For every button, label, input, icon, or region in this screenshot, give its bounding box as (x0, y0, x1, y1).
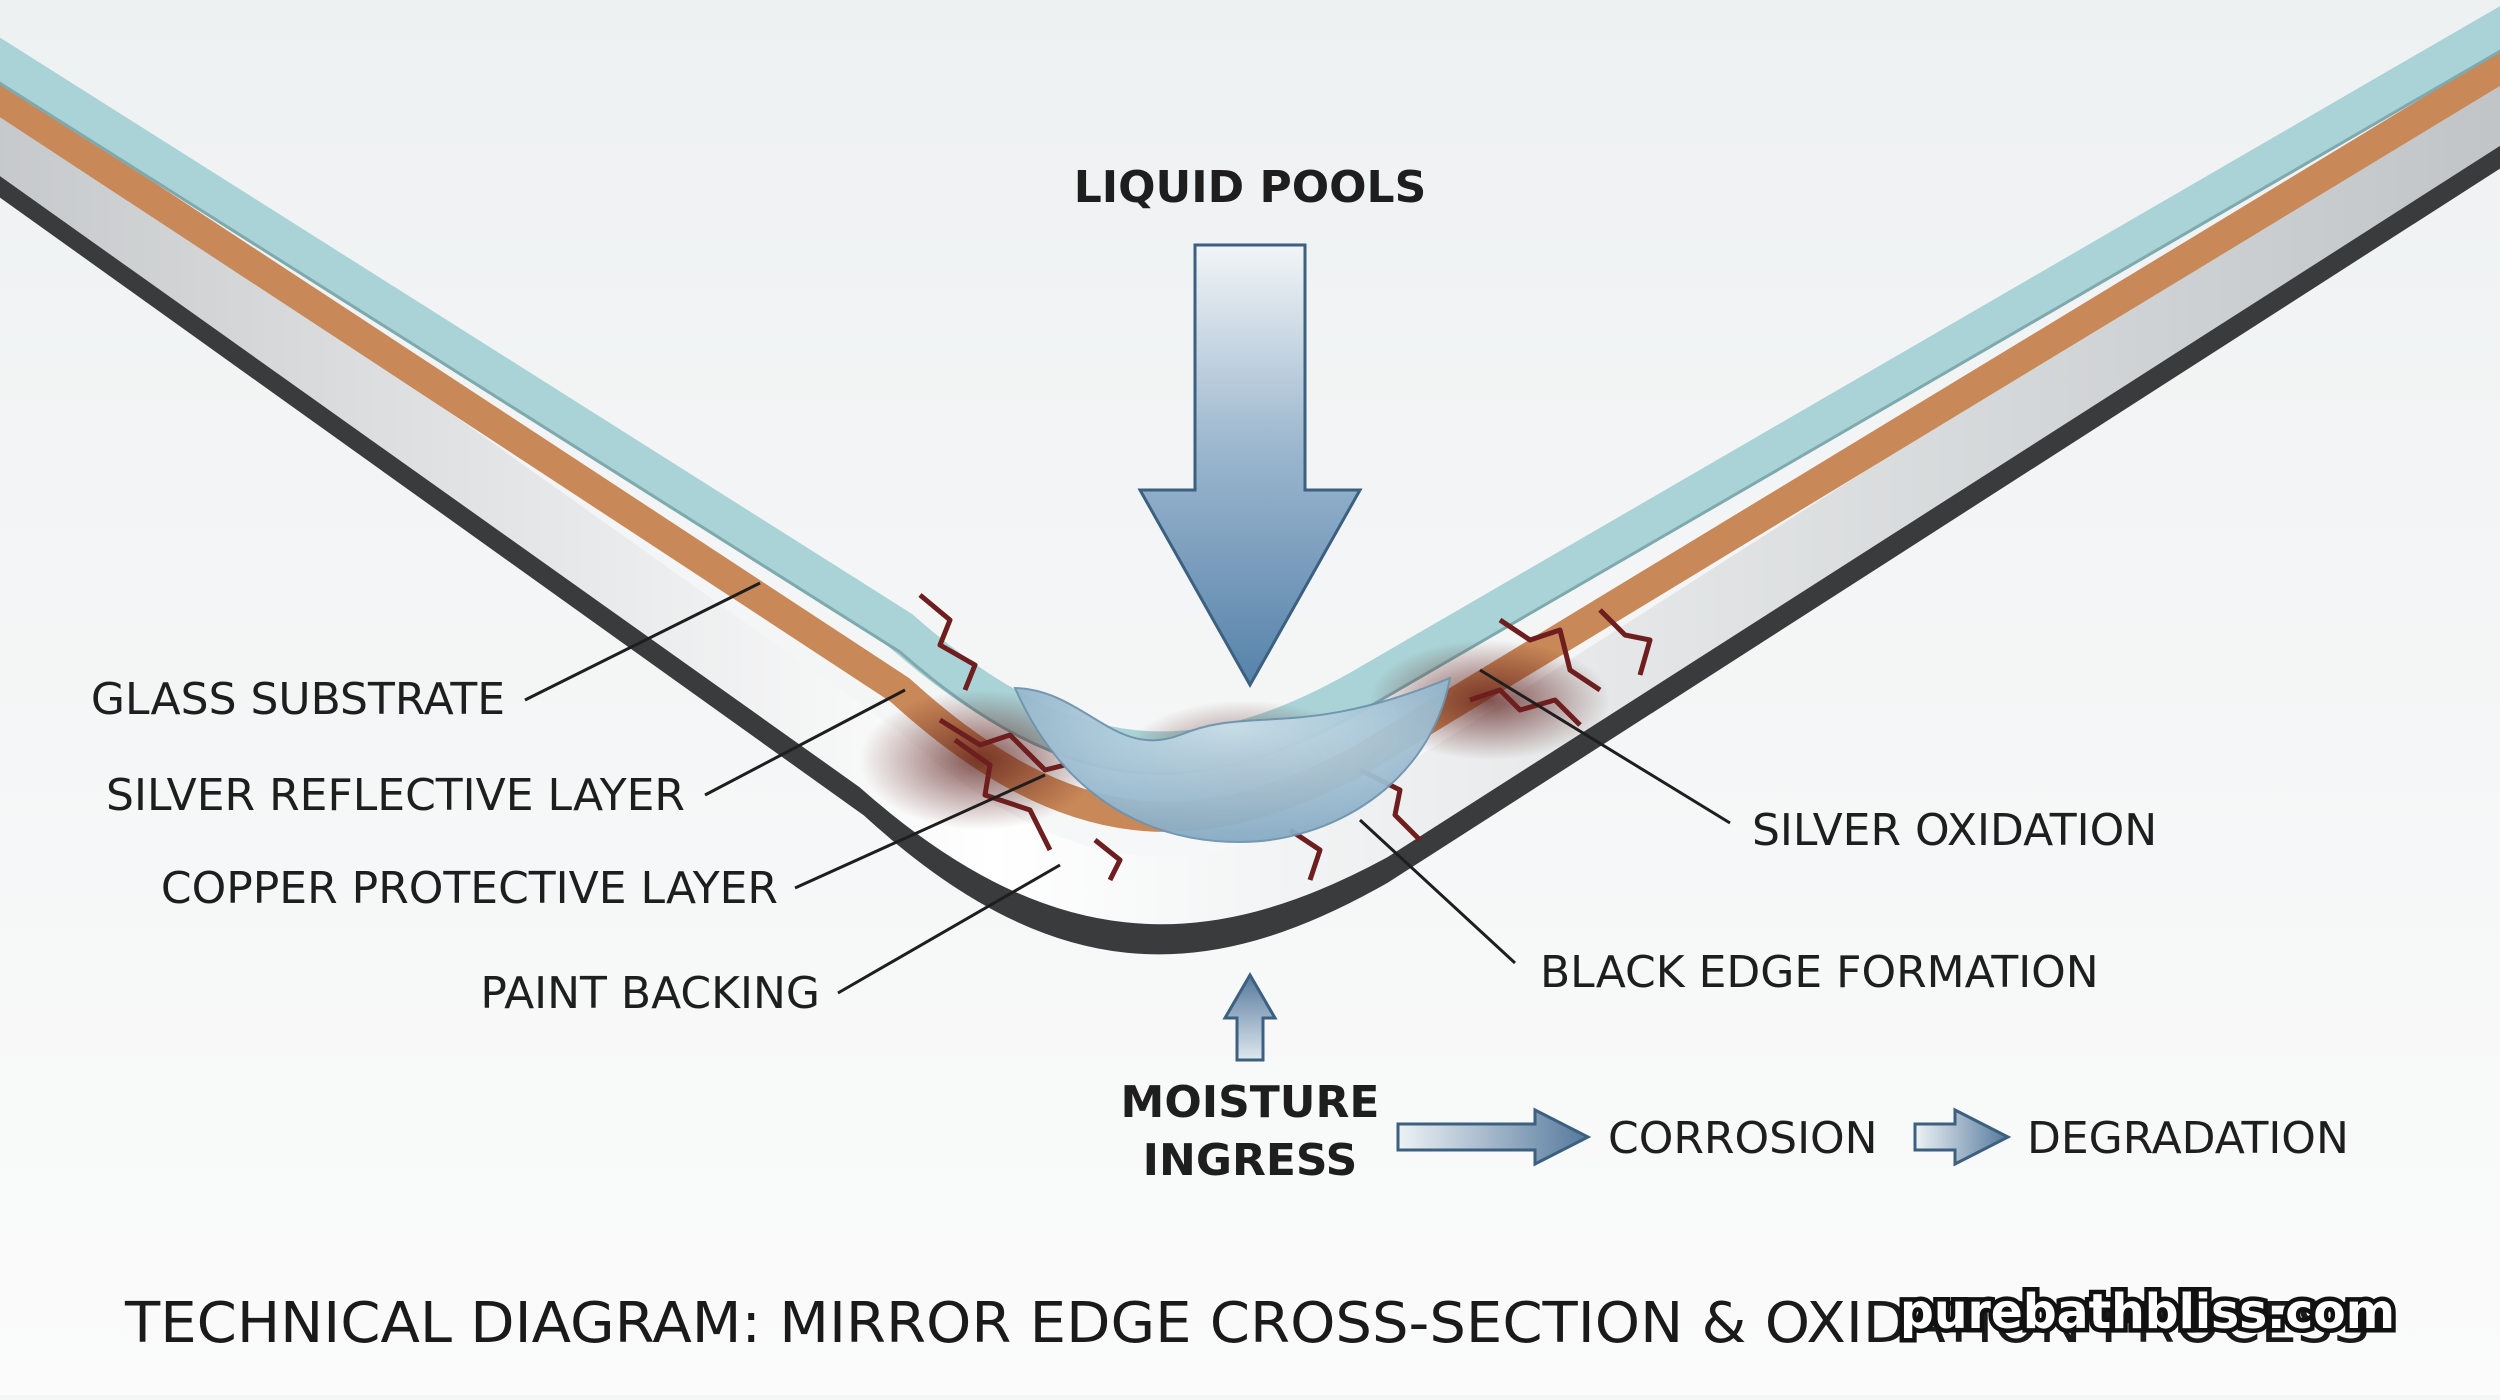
process-arrow-2 (1913, 1107, 2012, 1167)
crack-2 (938, 717, 1066, 773)
crack-9 (1598, 608, 1653, 676)
process-arrow-1 (1396, 1107, 1592, 1167)
label-silver-layer: SILVER REFLECTIVE LAYER (106, 770, 685, 821)
leader-silver (704, 688, 906, 797)
watermark: purebathbliss.com (1896, 1280, 2400, 1345)
label-black-edge: BLACK EDGE FORMATION (1540, 947, 2099, 998)
label-copper-layer: COPPER PROTECTIVE LAYER (161, 863, 778, 914)
crack-7 (1469, 687, 1582, 727)
label-glass-substrate: GLASS SUBSTRATE (91, 674, 505, 725)
leader-glass (524, 581, 761, 702)
diagram-caption: TECHNICAL DIAGRAM: MIRROR EDGE CROSS-SEC… (124, 1291, 2370, 1356)
label-liquid-pools: LIQUID POOLS (1074, 162, 1427, 213)
crack-3 (953, 737, 1053, 852)
label-degradation: DEGRADATION (2027, 1113, 2349, 1164)
watermark-text: purebathbliss.com (1900, 1284, 2395, 1340)
leader-black-edge (1358, 818, 1517, 965)
leader-paint (837, 863, 1061, 995)
crack-1 (918, 593, 978, 691)
liquid-pool (1013, 676, 1452, 844)
label-paint-backing: PAINT BACKING (480, 968, 820, 1019)
crack-5 (1288, 827, 1323, 881)
moisture-up-arrow (1222, 972, 1278, 1062)
label-ingress: INGRESS (1143, 1135, 1358, 1186)
label-silver-oxidation: SILVER OXIDATION (1752, 805, 2157, 856)
liquid-down-arrow (1137, 243, 1363, 689)
label-corrosion: CORROSION (1608, 1113, 1878, 1164)
crack-8 (1498, 617, 1602, 693)
leader-lines (524, 581, 1731, 995)
leader-copper (794, 773, 1046, 890)
crack-4 (1093, 838, 1123, 882)
leader-oxidation (1479, 668, 1731, 825)
label-moisture: MOISTURE (1121, 1077, 1380, 1128)
